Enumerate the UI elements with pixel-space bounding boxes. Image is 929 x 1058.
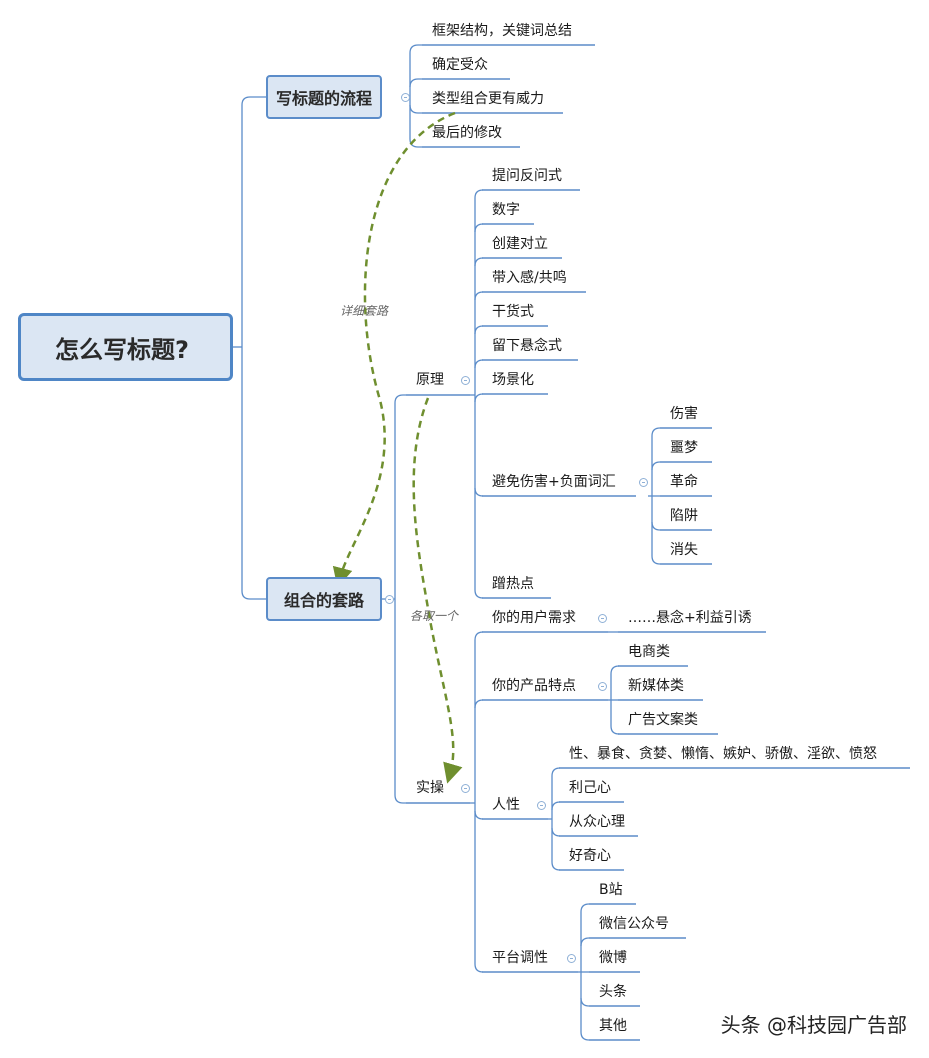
connector-line [474,393,484,403]
collapse-icon[interactable] [461,784,470,793]
connector-line [474,589,484,599]
platform-item[interactable]: 其他 [599,1018,627,1034]
platform-item[interactable]: 头条 [599,984,627,1000]
flow-item[interactable]: 确定受众 [432,57,488,73]
flow-node[interactable]: 写标题的流程 [266,75,382,119]
principle-item[interactable]: 带入感/共鸣 [492,270,567,286]
platform-item[interactable]: B站 [599,882,623,898]
connector-line [474,257,484,267]
connector-line [394,794,406,804]
collapse-icon[interactable] [537,801,546,810]
connector-line [474,325,484,335]
connector-line [651,461,661,471]
flow-item[interactable]: 最后的修改 [432,125,502,141]
connector-line [551,861,561,871]
connector-line [551,801,561,811]
avoid-item[interactable]: 革命 [670,474,698,490]
human-item[interactable]: 性、暴食、贪婪、懒惰、嫉妒、骄傲、淫欲、愤怒 [569,746,877,762]
connector-line [474,699,484,709]
platform-item[interactable]: 微信公众号 [599,916,669,932]
principle-item[interactable]: 蹭热点 [492,576,534,592]
connector-line [241,590,266,600]
product-item[interactable]: 广告文案类 [628,712,698,728]
collapse-icon[interactable] [598,682,607,691]
user-need-node[interactable]: 你的用户需求 [492,610,576,626]
connector-line [409,44,422,54]
human-item[interactable]: 好奇心 [569,848,611,864]
avoid-item[interactable]: 伤害 [670,406,698,422]
product-item[interactable]: 新媒体类 [628,678,684,694]
avoid-node[interactable]: 避免伤害+负面词汇 [492,474,616,490]
flow-item[interactable]: 类型组合更有威力 [432,91,544,107]
detail-arrow [332,111,456,588]
product-node[interactable]: 你的产品特点 [492,678,576,694]
connector-line [610,725,620,735]
principle-item[interactable]: 提问反问式 [492,168,562,184]
connector-line [474,359,484,369]
pick-one-arrow-label: 各取一个 [410,609,459,623]
root-label: 怎么写标题? [55,335,189,364]
collapse-icon[interactable] [461,376,470,385]
connector-line [610,665,620,675]
collapse-icon[interactable] [385,595,394,604]
collapse-icon[interactable] [401,93,410,102]
connector-line [409,78,422,88]
flow-item[interactable]: 框架结构，关键词总结 [432,23,572,39]
connector-line [580,997,590,1007]
principle-item[interactable]: 干货式 [492,304,534,320]
connector-line [409,104,422,114]
connector-line [474,810,484,820]
human-node[interactable]: 人性 [492,797,520,813]
connector-line [474,223,484,233]
watermark: 头条 @科技园广告部 [720,1013,907,1037]
combo-node[interactable]: 组合的套路 [266,577,382,621]
connector-line [474,631,484,641]
user-need-item[interactable]: ……悬念+利益引诱 [628,610,752,626]
product-item[interactable]: 电商类 [628,644,670,660]
principle-item[interactable]: 数字 [492,202,520,218]
detail-arrow-label: 详细套路 [340,304,389,318]
connector-line [651,427,661,437]
pick-one-arrow [412,397,463,784]
combo-title: 组合的套路 [283,591,364,610]
connector-line [474,963,484,973]
avoid-item[interactable]: 消失 [670,542,698,558]
principle-item[interactable]: 创建对立 [492,236,548,252]
connector-line [580,903,590,913]
principle-item[interactable]: 场景化 [492,372,534,388]
practice-node[interactable]: 实操 [416,780,444,796]
flow-title: 写标题的流程 [275,89,372,108]
platform-node[interactable]: 平台调性 [492,950,548,966]
connector-line [241,96,266,106]
connector-line [474,291,484,301]
avoid-item[interactable]: 陷阱 [670,508,698,524]
collapse-icon[interactable] [567,954,576,963]
connector-line [651,521,661,531]
connector-line [474,487,484,497]
connector-line [580,937,590,947]
root-node[interactable]: 怎么写标题? [18,313,233,381]
human-item[interactable]: 利己心 [569,780,611,796]
principle-node[interactable]: 原理 [416,372,444,388]
connector-line [474,189,484,199]
collapse-icon[interactable] [639,478,648,487]
connector-line [551,827,561,837]
platform-item[interactable]: 微博 [599,950,627,966]
connector-line [651,555,661,565]
principle-item[interactable]: 留下悬念式 [492,338,562,354]
connector-line [551,767,561,777]
avoid-item[interactable]: 噩梦 [670,440,698,456]
connector-line [580,1031,590,1041]
connector-line [394,394,406,404]
collapse-icon[interactable] [598,614,607,623]
human-item[interactable]: 从众心理 [569,814,625,830]
connector-line [409,138,422,148]
